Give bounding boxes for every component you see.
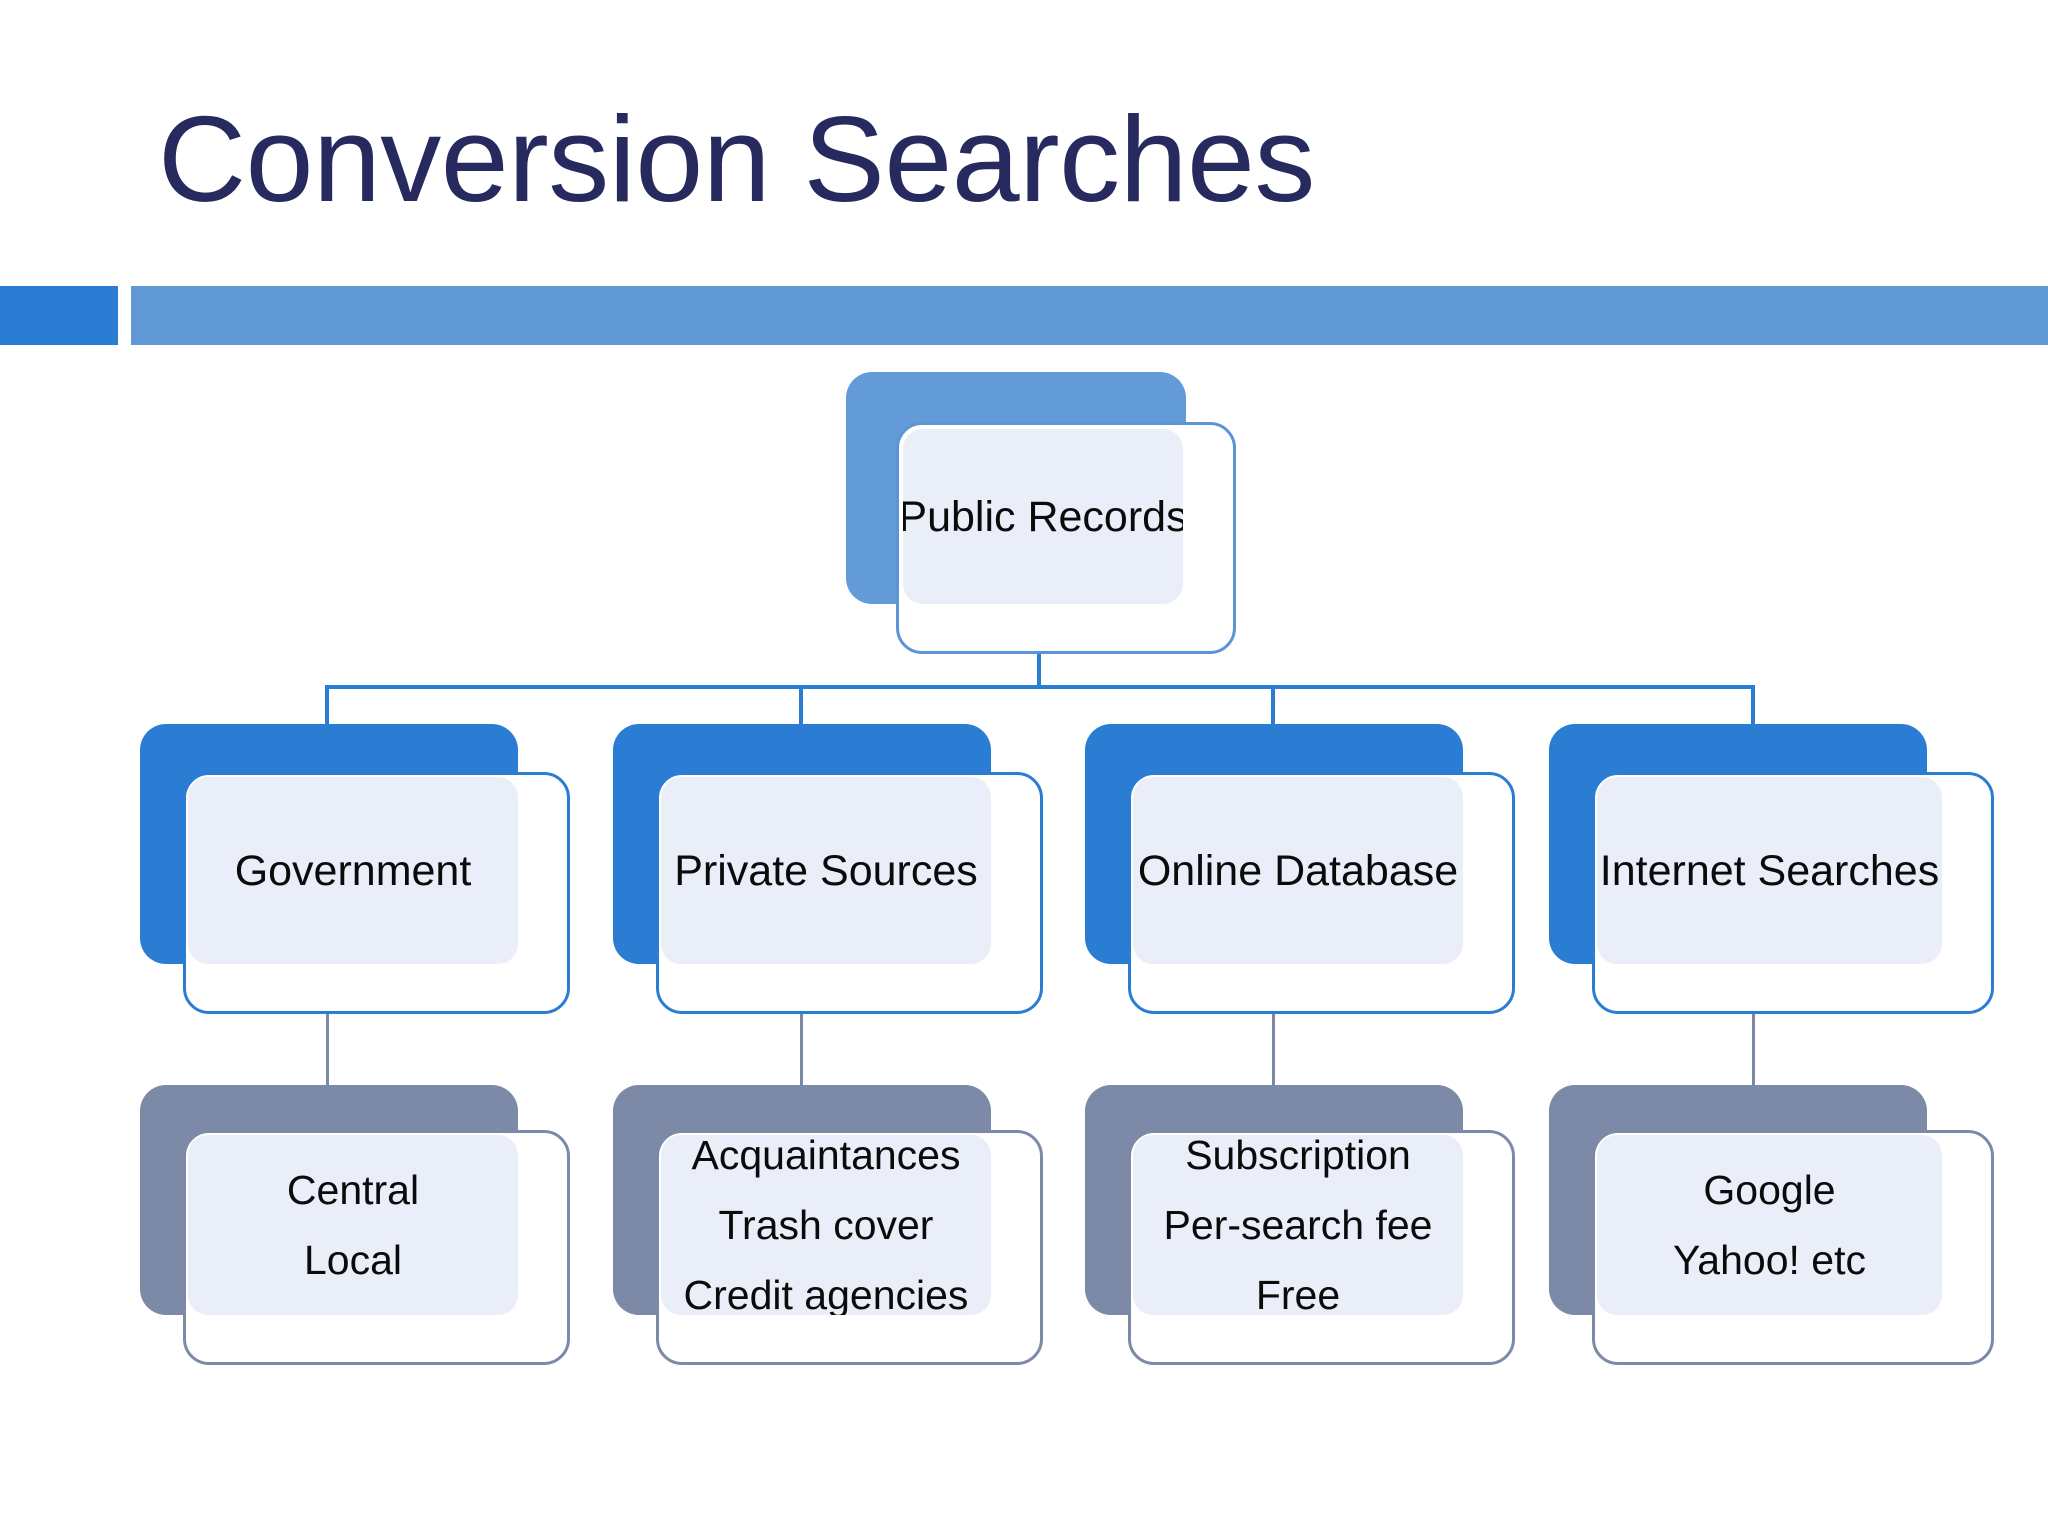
connector-internet-searches-to-detail <box>1752 1010 1755 1087</box>
node-internet-searches-detail[interactable]: Google Yahoo! etc <box>1549 1085 1994 1365</box>
connector-online-database-to-detail <box>1272 1010 1275 1087</box>
node-online-database[interactable]: Online Database <box>1085 724 1515 1014</box>
node-government-detail[interactable]: Central Local <box>140 1085 570 1365</box>
connector-government-to-detail <box>326 1010 329 1087</box>
node-face: Google Yahoo! etc <box>1597 1135 1942 1315</box>
detail-line-2: Per-search fee <box>1163 1202 1433 1248</box>
node-face: Central Local <box>188 1135 518 1315</box>
connector-drop-government <box>325 685 329 728</box>
detail-line-2: Local <box>303 1237 402 1283</box>
node-label-public-records: Public Records <box>903 492 1183 541</box>
detail-line-1: Acquaintances <box>691 1135 961 1178</box>
connector-drop-private-sources <box>799 685 803 728</box>
node-public-records[interactable]: Public Records <box>846 372 1236 654</box>
connector-root-stem <box>1037 650 1041 688</box>
detail-line-3: Credit agencies <box>683 1272 969 1315</box>
detail-line-1: Subscription <box>1185 1135 1411 1178</box>
node-internet-searches[interactable]: Internet Searches <box>1549 724 1994 1014</box>
node-face: Acquaintances Trash cover Credit agencie… <box>661 1135 991 1315</box>
node-face: Online Database <box>1133 777 1463 964</box>
connector-drop-online-database <box>1271 685 1275 728</box>
node-private-sources-detail[interactable]: Acquaintances Trash cover Credit agencie… <box>613 1085 1043 1365</box>
detail-line-2: Trash cover <box>718 1202 934 1248</box>
node-label-internet-searches: Internet Searches <box>1599 846 1940 895</box>
node-face: Private Sources <box>661 777 991 964</box>
detail-line-1: Google <box>1703 1167 1836 1213</box>
accent-bar <box>131 286 2048 345</box>
node-private-sources[interactable]: Private Sources <box>613 724 1043 1014</box>
connector-private-sources-to-detail <box>800 1010 803 1087</box>
node-government[interactable]: Government <box>140 724 570 1014</box>
node-face: Government <box>188 777 518 964</box>
node-face: Internet Searches <box>1597 777 1942 964</box>
accent-block <box>0 286 118 345</box>
connector-root-bus <box>325 685 1755 689</box>
node-face: Subscription Per-search fee Free <box>1133 1135 1463 1315</box>
node-face: Public Records <box>903 429 1183 604</box>
detail-line-1: Central <box>286 1167 420 1213</box>
connector-drop-internet-searches <box>1751 685 1755 728</box>
node-label-private-sources: Private Sources <box>674 846 978 895</box>
page-title: Conversion Searches <box>158 91 1315 227</box>
detail-line-3: Free <box>1255 1272 1341 1315</box>
node-label-online-database: Online Database <box>1137 846 1459 895</box>
node-label-government: Government <box>234 846 472 895</box>
detail-line-2: Yahoo! etc <box>1673 1237 1866 1283</box>
node-online-database-detail[interactable]: Subscription Per-search fee Free <box>1085 1085 1515 1365</box>
